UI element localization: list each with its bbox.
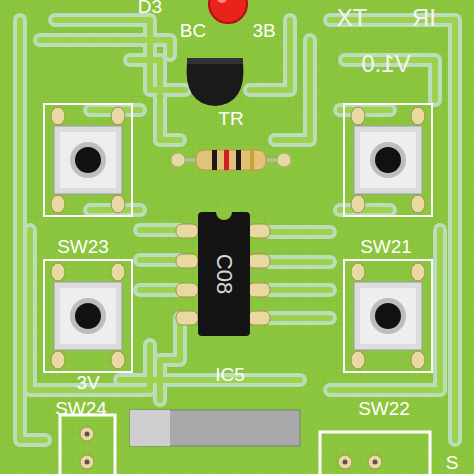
transistor-flat xyxy=(187,58,243,64)
silkscreen-label: BC xyxy=(180,21,206,40)
tact-switch xyxy=(344,104,432,216)
silkscreen-label: TX xyxy=(337,6,368,30)
silkscreen-label: D3 xyxy=(138,0,162,16)
silkscreen-label: IR xyxy=(412,6,436,30)
battery-holder-end xyxy=(130,410,170,446)
silkscreen-label: V1.0 xyxy=(361,52,410,76)
connector-outline xyxy=(320,432,430,474)
chip-marking: C08 xyxy=(211,254,237,294)
pin1-notch xyxy=(216,204,232,220)
silkscreen-label: 3V xyxy=(76,373,99,392)
tact-switch xyxy=(44,104,132,216)
silkscreen-label: SW21 xyxy=(360,237,412,256)
resistor-symbol xyxy=(171,150,291,170)
silkscreen-label: S xyxy=(446,453,459,472)
silkscreen-label: SW24 xyxy=(55,399,107,418)
led-highlight xyxy=(217,0,227,3)
silkscreen-label: SW23 xyxy=(57,237,109,256)
silkscreen-label: TR xyxy=(218,109,243,128)
led-d3 xyxy=(209,0,247,23)
battery-holder xyxy=(130,410,300,446)
tact-switch xyxy=(344,260,432,372)
silkscreen-label: IC5 xyxy=(215,365,245,384)
ic-body: C08 xyxy=(198,212,250,336)
connector-pads xyxy=(80,427,382,469)
pad-holes xyxy=(85,432,378,465)
tact-switch xyxy=(44,260,132,372)
copper-traces xyxy=(20,20,455,440)
silkscreen-label: SW22 xyxy=(358,399,410,418)
connector-outline xyxy=(60,415,115,474)
silkscreen-label: 3B xyxy=(252,21,275,40)
transistor-body xyxy=(187,62,244,106)
